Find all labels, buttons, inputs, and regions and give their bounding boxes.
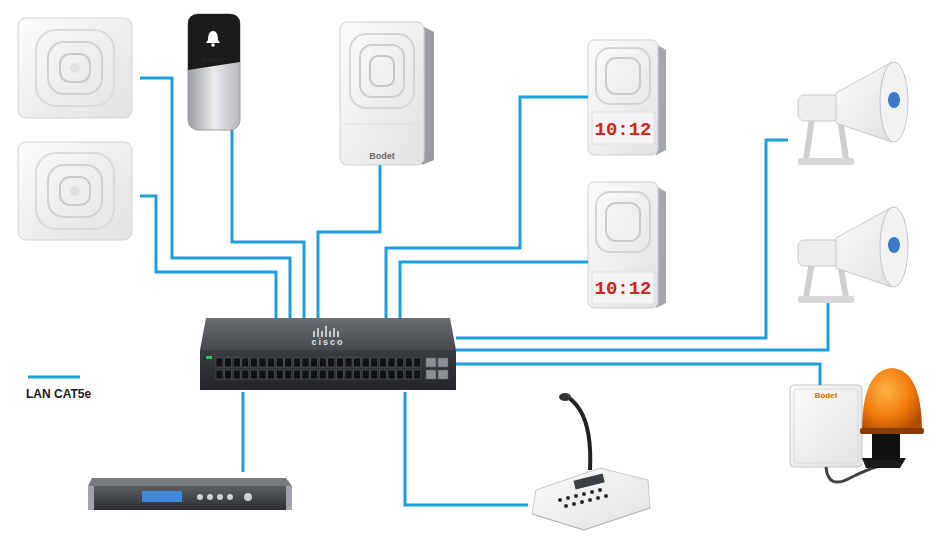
lan-cable: [386, 97, 588, 318]
bell-device: [188, 14, 240, 130]
brand-label: Bodet: [790, 392, 862, 401]
switch-port: [268, 370, 275, 379]
clock-display: 10:12: [588, 279, 658, 300]
switch-port: [233, 370, 240, 379]
switch-port: [379, 370, 386, 379]
switch-port: [233, 358, 240, 367]
switch-port: [345, 370, 352, 379]
switch-port: [397, 370, 404, 379]
switch-port: [371, 358, 378, 367]
switch-port: [414, 358, 421, 367]
horn-speaker: [798, 207, 908, 303]
switch-port: [336, 358, 343, 367]
lan-cable: [318, 165, 380, 318]
switch-port: [242, 370, 249, 379]
lan-wire: [140, 196, 276, 318]
switch-port: [319, 370, 326, 379]
switch-port: [354, 358, 361, 367]
switch-port: [225, 370, 232, 379]
flash-box: Bodet: [790, 385, 862, 467]
switch-port: [216, 370, 223, 379]
bell-device-box: Bodet: [185, 12, 240, 130]
switch-port: [259, 370, 266, 379]
uplink-port: [426, 370, 436, 379]
switch-port: [311, 370, 318, 379]
switch-port: [405, 370, 412, 379]
switch-port: [293, 370, 300, 379]
lan-cable: [456, 364, 820, 385]
switch-port: [276, 370, 283, 379]
switch-port: [328, 358, 335, 367]
lan-wire: [242, 392, 245, 472]
uplink-port: [438, 370, 448, 379]
switch-port: [216, 358, 223, 367]
lan-cable-line: [456, 364, 820, 385]
switch-port: [354, 370, 361, 379]
switch-port: [388, 358, 395, 367]
clock-speaker-box: 10:12: [588, 40, 658, 155]
ceiling-speaker: [18, 18, 132, 118]
switch-port: [336, 370, 343, 379]
switch-port: [302, 358, 309, 367]
switch-port: [293, 358, 300, 367]
switch-port: [242, 358, 249, 367]
wall-speaker: [340, 22, 434, 165]
switch-port: [250, 370, 257, 379]
switch-port: [250, 358, 257, 367]
switch-port: [311, 358, 318, 367]
switch-port: [414, 370, 421, 379]
legend-text: LAN CAT5e: [26, 387, 91, 401]
lan-wire: [456, 140, 788, 338]
legend-label: LAN CAT5e: [26, 387, 91, 401]
clock-speaker: [588, 40, 666, 155]
clock-speaker: [588, 182, 666, 308]
switch-port: [225, 358, 232, 367]
lan-wire: [456, 302, 828, 350]
microphone-desk: [532, 393, 650, 530]
switch-port: [319, 358, 326, 367]
switch-port: [362, 370, 369, 379]
uplink-port: [438, 358, 448, 367]
lan-cable: [400, 262, 588, 318]
switch-port: [302, 370, 309, 379]
lan-cable-line: [386, 97, 588, 318]
flash-beacon: [790, 368, 924, 482]
wall-speaker-box: Bodet: [340, 22, 424, 165]
brand-logo-text: cisco: [200, 338, 456, 348]
switch-port: [371, 370, 378, 379]
uplink-port: [426, 358, 436, 367]
switch-port: [397, 358, 404, 367]
network-switch-box: cisco: [200, 318, 456, 390]
switch-port: [268, 358, 275, 367]
switch-port: [388, 370, 395, 379]
lan-wire: [405, 392, 528, 505]
lan-cable-line: [232, 130, 304, 318]
horn-speaker: [798, 62, 908, 165]
clock-display: 10:12: [588, 120, 658, 141]
lan-cable-line: [318, 165, 380, 318]
switch-port: [345, 358, 352, 367]
lan-cable-line: [400, 262, 588, 318]
switch-port: [379, 358, 386, 367]
switch-port: [259, 358, 266, 367]
rack-unit: [88, 478, 292, 510]
ceiling-speaker: [18, 142, 132, 240]
brand-label: Bodet: [340, 152, 424, 162]
switch-port: [405, 358, 412, 367]
switch-port: [362, 358, 369, 367]
switch-port: [285, 358, 292, 367]
brand-label: Bodet: [185, 56, 240, 65]
legend-line-sample: [28, 376, 80, 379]
clock-speaker-box: 10:12: [588, 182, 658, 308]
network-switch: [200, 318, 456, 390]
lan-cable: [232, 130, 304, 318]
switch-port: [285, 370, 292, 379]
switch-port: [276, 358, 283, 367]
switch-port: [328, 370, 335, 379]
